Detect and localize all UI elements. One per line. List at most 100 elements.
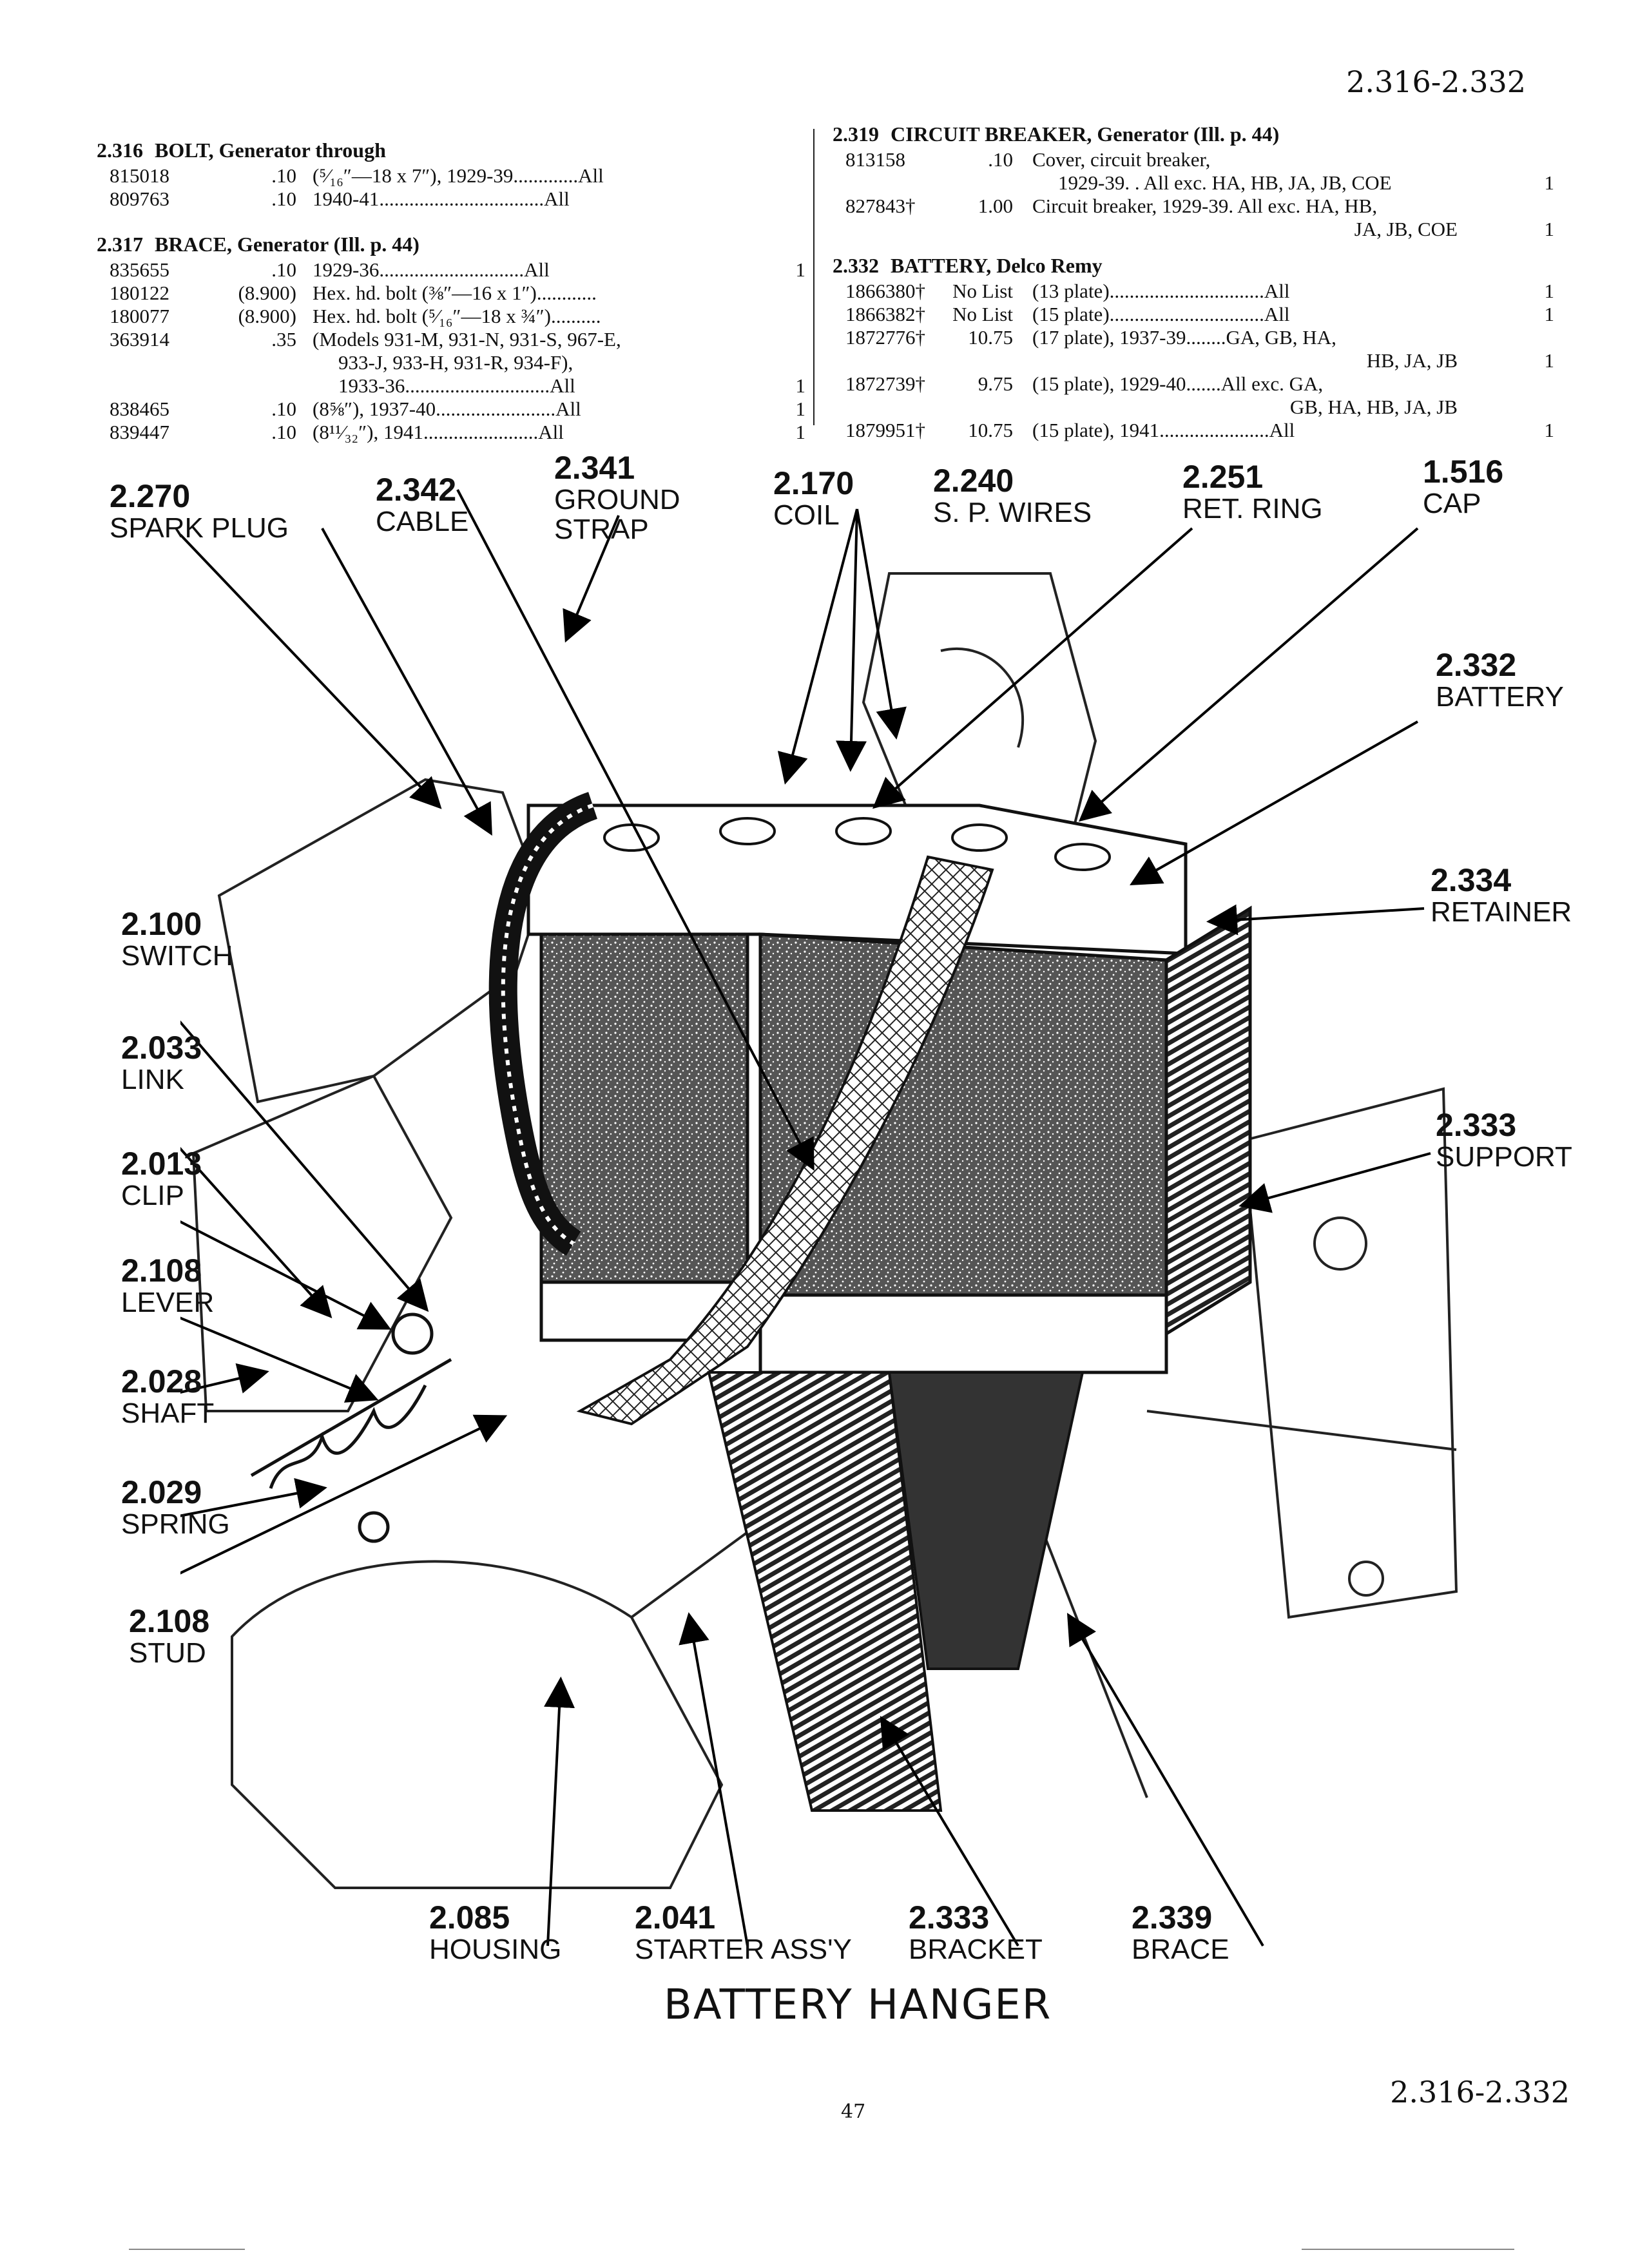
part-row: 1872776† 10.75 (17 plate), 1937-39......…: [833, 326, 1561, 349]
part-description: HB, JA, JB: [1366, 349, 1458, 372]
part-row: JA, JB, COE 1: [833, 218, 1561, 241]
part-number: 1879951†: [845, 419, 925, 441]
page-range-top: 2.316-2.332: [1346, 64, 1526, 99]
part-row: 1866382† No List (15 plate).............…: [833, 303, 1561, 326]
part-qty: 1: [795, 374, 806, 397]
part-row: 363914 .35 (Models 931-M, 931-N, 931-S, …: [97, 328, 818, 351]
part-number: 813158: [845, 148, 905, 171]
part-price: No List: [952, 303, 1013, 325]
part-description: 1940-41.................................…: [313, 187, 570, 210]
battery-body: [526, 803, 1252, 1374]
part-qty: 1: [1544, 349, 1555, 372]
part-number: 1866380†: [845, 280, 925, 302]
part-model: All: [1269, 419, 1295, 441]
part-description: 1929-39. . All exc. HA, HB, JA, JB, COE: [1058, 171, 1392, 194]
part-description: (13 plate)..............................…: [1032, 280, 1290, 302]
part-price: 10.75: [968, 326, 1013, 349]
part-row: HB, JA, JB 1: [833, 349, 1561, 372]
battery-brace: [707, 1371, 943, 1812]
part-description: (15 plate), 1929-40.......All exc. GA,: [1032, 372, 1324, 395]
part-description: (8⅝″), 1937-40........................Al…: [313, 398, 581, 420]
part-row: 839447 .10 (8¹¹⁄₃₂″), 1941..............…: [97, 421, 818, 444]
part-qty: 1: [1544, 419, 1555, 441]
part-description: Hex. hd. bolt (⅜″—16 x 1″)............: [313, 282, 597, 304]
part-description: (15 plate)..............................…: [1032, 303, 1290, 325]
part-description: (17 plate), 1937-39........GA, GB, HA,: [1032, 326, 1336, 349]
leader-lines: [180, 489, 1431, 1947]
part-model: All: [1264, 280, 1290, 302]
part-number: 827843†: [845, 195, 916, 217]
part-number: 180077: [110, 305, 169, 327]
part-model: All: [1264, 303, 1290, 325]
part-model: All: [524, 258, 550, 281]
battery-caps: [603, 817, 1111, 871]
part-qty: 1: [1544, 218, 1555, 240]
section-number: 2.319: [833, 122, 879, 146]
battery-hanger-illustration: [180, 489, 1458, 1947]
footer-rule: [129, 2249, 245, 2250]
part-qty: 1: [795, 398, 806, 420]
section-heading: 2.332 BATTERY, Delco Remy: [833, 254, 1561, 277]
spring-lever-assembly: [250, 1312, 452, 1543]
part-row: 813158 .10 Cover, circuit breaker,: [833, 148, 1561, 171]
part-price: 9.75: [978, 372, 1013, 395]
part-number: 815018: [110, 164, 169, 187]
part-price: No List: [952, 280, 1013, 302]
part-price: .10: [271, 164, 296, 187]
part-row: 1933-36.............................All …: [97, 374, 818, 398]
section-number: 2.332: [833, 254, 879, 277]
part-description: Circuit breaker, 1929-39. All exc. HA, H…: [1032, 195, 1378, 217]
part-row: 835655 .10 1929-36......................…: [97, 258, 818, 282]
part-row: GB, HA, HB, JA, JB: [833, 396, 1561, 419]
part-price: .10: [988, 148, 1013, 171]
part-number: 363914: [110, 328, 169, 351]
part-price: .10: [271, 398, 296, 420]
section-title: BATTERY, Delco Remy: [891, 254, 1103, 277]
part-number: 1872739†: [845, 372, 925, 395]
part-description: 1929-36.............................All: [313, 258, 550, 281]
part-number: 839447: [110, 421, 169, 443]
section-title: BOLT, Generator through: [155, 139, 386, 162]
part-number: 838465: [110, 398, 169, 420]
battery-bracket: [887, 1371, 1084, 1670]
part-description: 1933-36.............................All: [338, 374, 575, 397]
part-price: .10: [271, 421, 296, 443]
part-description: JA, JB, COE: [1354, 218, 1458, 240]
part-row: 933-J, 933-H, 931-R, 934-F),: [97, 351, 818, 374]
part-row: 1929-39. . All exc. HA, HB, JA, JB, COE …: [833, 171, 1561, 195]
part-price: .35: [271, 328, 296, 351]
part-number: 1872776†: [845, 326, 925, 349]
part-description: Hex. hd. bolt (⁵⁄₁₆″—18 x ¾″)..........: [313, 305, 601, 327]
part-description: (Models 931-M, 931-N, 931-S, 967-E,: [313, 328, 621, 351]
part-qty: 1: [1544, 280, 1555, 302]
ground-strap: [576, 855, 994, 1426]
part-row: 809763 .10 1940-41......................…: [97, 187, 818, 211]
section-title: CIRCUIT BREAKER, Generator (Ill. p. 44): [891, 122, 1280, 146]
part-model: All: [555, 398, 581, 420]
part-description: (⁵⁄₁₆″—18 x 7″), 1929-39.............All: [313, 164, 604, 187]
part-model: All: [550, 374, 575, 397]
page-number: 47: [841, 2100, 866, 2123]
part-row: 838465 .10 (8⅝″), 1937-40...............…: [97, 398, 818, 421]
column-divider: [813, 129, 815, 425]
part-model: All: [578, 164, 604, 187]
part-row: 815018 .10 (⁵⁄₁₆″—18 x 7″), 1929-39.....…: [97, 164, 818, 187]
part-qty: 1: [1544, 171, 1555, 194]
part-price: 1.00: [978, 195, 1013, 217]
part-number: 809763: [110, 187, 169, 210]
